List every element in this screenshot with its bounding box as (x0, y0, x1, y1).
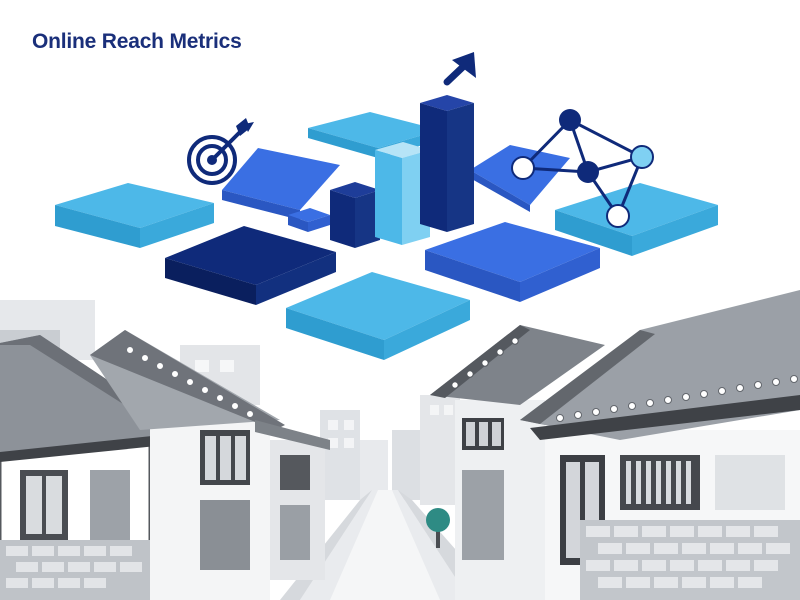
tile (288, 208, 330, 232)
left-buildings (0, 330, 330, 600)
bar (330, 182, 380, 248)
network-nodes-icon (511, 109, 654, 228)
target-icon (187, 118, 254, 185)
trend-up-arrow-icon (443, 52, 476, 86)
tile (555, 183, 718, 256)
tile (425, 222, 600, 302)
tile (222, 148, 340, 220)
page-title: Online Reach Metrics (32, 30, 242, 53)
bar-chart-graphic (330, 52, 476, 248)
tile (165, 226, 336, 305)
tile (286, 272, 470, 360)
tile (55, 183, 214, 248)
bar (420, 95, 474, 232)
right-buildings (426, 290, 800, 600)
